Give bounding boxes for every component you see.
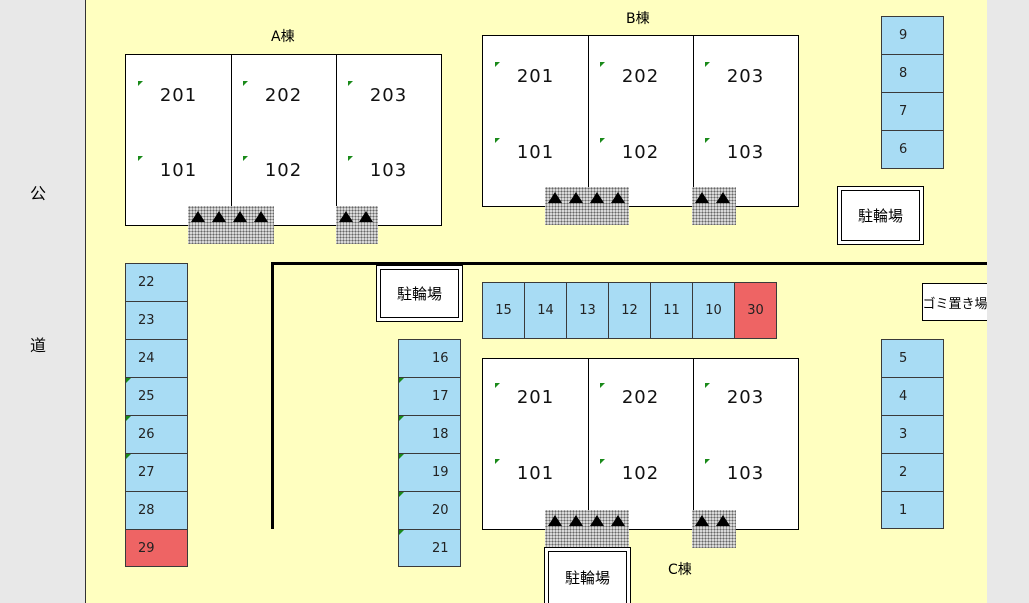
room-label[interactable]: 101: [483, 459, 588, 484]
parking-space[interactable]: 1: [881, 491, 944, 529]
staircase: [188, 206, 274, 244]
parking-space[interactable]: 9: [881, 16, 944, 55]
unit-col: 202 102: [588, 36, 694, 206]
unit-col: 202 102: [231, 55, 337, 225]
unit-col: 203 103: [336, 55, 441, 225]
parking-space[interactable]: 8: [881, 54, 944, 93]
stair-arrow-icon: [716, 515, 730, 526]
fence-top: [271, 262, 987, 265]
parking-space[interactable]: 4: [881, 377, 944, 416]
stair-arrow-icon: [254, 211, 268, 222]
stair-arrow-icon: [569, 515, 583, 526]
parking-space[interactable]: 22: [125, 263, 188, 302]
parking-space[interactable]: 15: [482, 282, 525, 339]
building-c: 201 101 202 102 203 103: [482, 358, 799, 530]
building-a-label: A棟: [271, 29, 295, 45]
staircase: [692, 510, 736, 548]
room-label[interactable]: 201: [126, 81, 231, 106]
parking-space[interactable]: 11: [650, 282, 693, 339]
stair-arrow-icon: [716, 192, 730, 203]
building-a: 201 101 202 102 203 103: [125, 54, 442, 226]
stair-arrow-icon: [590, 192, 604, 203]
staircase: [336, 206, 378, 244]
unit-col: 201 101: [483, 36, 589, 206]
parking-space[interactable]: 23: [125, 301, 188, 340]
room-label[interactable]: 201: [483, 62, 588, 87]
room-label[interactable]: 102: [588, 138, 693, 163]
room-label[interactable]: 101: [126, 156, 231, 181]
parking-space[interactable]: 6: [881, 130, 944, 169]
parking-space[interactable]: 10: [692, 282, 735, 339]
stair-arrow-icon: [695, 192, 709, 203]
bike-parking[interactable]: 駐輪場: [837, 186, 924, 245]
room-label[interactable]: 203: [693, 383, 798, 408]
room-label[interactable]: 102: [588, 459, 693, 484]
room-label[interactable]: 201: [483, 383, 588, 408]
parking-space[interactable]: 26: [125, 415, 188, 454]
parking-space[interactable]: 18: [398, 415, 461, 454]
room-label[interactable]: 102: [231, 156, 336, 181]
room-label[interactable]: 203: [693, 62, 798, 87]
bike-parking[interactable]: 駐輪場: [544, 547, 631, 603]
parking-space[interactable]: 19: [398, 453, 461, 492]
room-label[interactable]: 101: [483, 138, 588, 163]
unit-col: 202 102: [588, 359, 694, 529]
parking-space[interactable]: 24: [125, 339, 188, 378]
parking-space[interactable]: 14: [524, 282, 567, 339]
bike-parking-label: 駐輪場: [380, 269, 459, 318]
unit-col: 201 101: [126, 55, 232, 225]
building-b: 201 101 202 102 203 103: [482, 35, 799, 207]
parking-space-reserved[interactable]: 30: [734, 282, 777, 339]
staircase: [545, 510, 629, 548]
room-label[interactable]: 103: [693, 138, 798, 163]
stair-arrow-icon: [611, 515, 625, 526]
stair-arrow-icon: [191, 211, 205, 222]
room-label[interactable]: 202: [231, 81, 336, 106]
room-label[interactable]: 202: [588, 383, 693, 408]
unit-col: 203 103: [693, 359, 798, 529]
parking-space[interactable]: 17: [398, 377, 461, 416]
parking-space[interactable]: 21: [398, 529, 461, 567]
stair-arrow-icon: [569, 192, 583, 203]
unit-col: 201 101: [483, 359, 589, 529]
stair-arrow-icon: [339, 211, 353, 222]
bike-parking-label: 駐輪場: [548, 551, 627, 603]
road-label-1: 公: [30, 184, 47, 203]
parking-space[interactable]: 5: [881, 339, 944, 378]
stair-arrow-icon: [611, 192, 625, 203]
parking-space[interactable]: 16: [398, 339, 461, 378]
parking-space[interactable]: 20: [398, 491, 461, 530]
stair-arrow-icon: [590, 515, 604, 526]
parking-space[interactable]: 2: [881, 453, 944, 492]
room-label[interactable]: 103: [336, 156, 441, 181]
bike-parking[interactable]: 駐輪場: [376, 265, 463, 322]
road-label-2: 道: [30, 336, 47, 355]
parking-space-reserved[interactable]: 29: [125, 529, 188, 567]
staircase: [545, 187, 629, 225]
bike-parking-label: 駐輪場: [841, 190, 920, 241]
building-c-label: C棟: [668, 562, 692, 578]
room-label[interactable]: 203: [336, 81, 441, 106]
parking-space[interactable]: 25: [125, 377, 188, 416]
trash-area[interactable]: ゴミ置き場: [922, 283, 988, 321]
parking-space[interactable]: 3: [881, 415, 944, 454]
building-b-label: B棟: [626, 11, 650, 27]
stair-arrow-icon: [548, 515, 562, 526]
room-label[interactable]: 103: [693, 459, 798, 484]
parking-space[interactable]: 13: [566, 282, 609, 339]
stair-arrow-icon: [695, 515, 709, 526]
parking-space[interactable]: 27: [125, 453, 188, 492]
parking-space[interactable]: 12: [608, 282, 651, 339]
stair-arrow-icon: [212, 211, 226, 222]
parking-space[interactable]: 28: [125, 491, 188, 530]
stair-arrow-icon: [233, 211, 247, 222]
stair-arrow-icon: [359, 211, 373, 222]
parking-space[interactable]: 7: [881, 92, 944, 131]
unit-col: 203 103: [693, 36, 798, 206]
stair-arrow-icon: [548, 192, 562, 203]
staircase: [692, 187, 736, 225]
room-label[interactable]: 202: [588, 62, 693, 87]
fence-left: [271, 262, 274, 529]
